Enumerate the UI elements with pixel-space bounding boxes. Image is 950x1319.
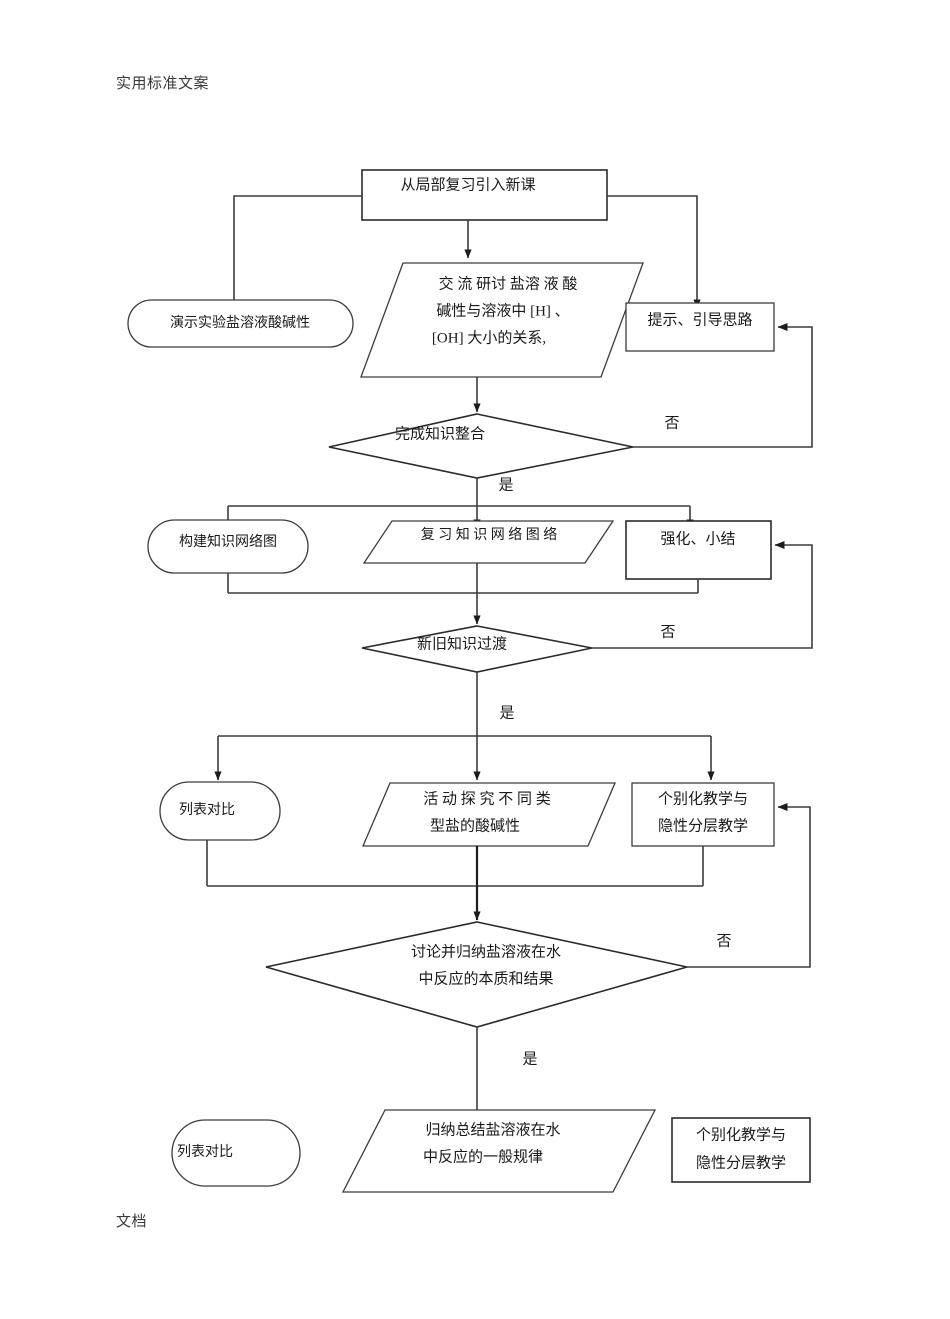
node-summarize-rule[interactable]: 归纳总结盐溶液在水 中反应的一般规律	[341, 1109, 657, 1193]
edge-label-no-1: 否	[664, 415, 679, 431]
node-discuss-acidity-line-3: [OH] 大小的关系,	[432, 329, 546, 346]
node-table-compare-2-line-1: 列表对比	[177, 1144, 233, 1160]
decision-knowledge-integration-label: 完成知识整合	[395, 425, 485, 442]
node-discuss-acidity-line-2: 碱性与溶液中 [H] 、	[436, 302, 569, 319]
decision-knowledge-transition-label: 新旧知识过渡	[417, 635, 507, 652]
node-start-lesson-line-1: 从局部复习引入新课	[400, 175, 535, 193]
node-table-compare-line-1: 列表对比	[179, 802, 235, 818]
node-hint-guide-line-1: 提示、引导思路	[647, 311, 752, 328]
node-individual-teaching-line-1: 个别化教学与	[658, 790, 748, 807]
decision-knowledge-transition[interactable]: 新旧知识过渡	[361, 625, 593, 673]
node-build-network-line-1: 构建知识网络图	[179, 533, 277, 550]
node-discuss-acidity[interactable]: 交 流 研讨 盐溶 液 酸 碱性与溶液中 [H] 、 [OH] 大小的关系,	[360, 262, 644, 378]
decision-discuss-conclude[interactable]: 讨论并归纳盐溶液在水 中反应的本质和结果	[265, 921, 688, 1028]
edge-label-yes-2: 是	[499, 705, 514, 721]
decision-discuss-conclude-line-1: 讨论并归纳盐溶液在水	[411, 943, 561, 960]
node-individual-teaching-2-line-1: 个别化教学与	[696, 1126, 786, 1143]
document-footer: 文档	[116, 1214, 148, 1230]
edge-label-yes-1: 是	[498, 477, 513, 493]
node-activity-explore-line-1: 活 动 探 究 不 同 类	[423, 790, 551, 807]
edge-decision3-no-loop	[687, 803, 811, 968]
node-activity-explore[interactable]: 活 动 探 究 不 同 类 型盐的酸碱性	[362, 782, 616, 847]
decision-discuss-conclude-line-2: 中反应的本质和结果	[418, 969, 553, 987]
node-individual-teaching-2[interactable]: 个别化教学与 隐性分层教学	[671, 1117, 811, 1183]
node-review-network[interactable]: 复 习 知 识 网 络 图 络	[362, 520, 615, 564]
node-build-network[interactable]: 构建知识网络图	[147, 519, 309, 574]
edge-label-no-2: 否	[660, 624, 675, 640]
node-individual-teaching[interactable]: 个别化教学与 隐性分层教学	[631, 782, 775, 847]
document-header: 实用标准文案	[116, 76, 210, 92]
node-demo-experiment[interactable]: 演示实验盐溶液酸碱性	[127, 299, 354, 348]
edge-decision2-no-loop	[592, 541, 813, 649]
node-table-compare[interactable]: 列表对比	[159, 781, 281, 841]
node-start-lesson[interactable]: 从局部复习引入新课	[361, 169, 608, 221]
edge-label-no-3: 否	[716, 933, 731, 949]
node-table-compare-2[interactable]: 列表对比	[171, 1119, 301, 1187]
node-review-network-line-1: 复 习 知 识 网 络 图 络	[421, 526, 558, 543]
node-summarize-rule-line-2: 中反应的一般规律	[423, 1147, 543, 1165]
node-summarize-rule-line-1: 归纳总结盐溶液在水	[425, 1121, 560, 1138]
node-discuss-acidity-line-1: 交 流 研讨 盐溶 液 酸	[439, 274, 578, 292]
edge-start-to-demo	[230, 195, 362, 309]
edge-decision1-no-loop	[633, 323, 813, 448]
node-individual-teaching-2-line-2: 隐性分层教学	[696, 1154, 786, 1171]
node-individual-teaching-line-2: 隐性分层教学	[658, 817, 748, 834]
edge-label-yes-3: 是	[522, 1051, 537, 1067]
node-activity-explore-line-2: 型盐的酸碱性	[430, 817, 520, 834]
node-reinforce-summary-line-1: 强化、小结	[660, 530, 735, 547]
node-reinforce-summary[interactable]: 强化、小结	[625, 520, 772, 580]
edge-start-to-hint	[607, 195, 701, 309]
decision-knowledge-integration[interactable]: 完成知识整合	[328, 413, 634, 479]
node-hint-guide[interactable]: 提示、引导思路	[625, 302, 775, 352]
node-demo-experiment-line-1: 演示实验盐溶液酸碱性	[170, 315, 310, 331]
